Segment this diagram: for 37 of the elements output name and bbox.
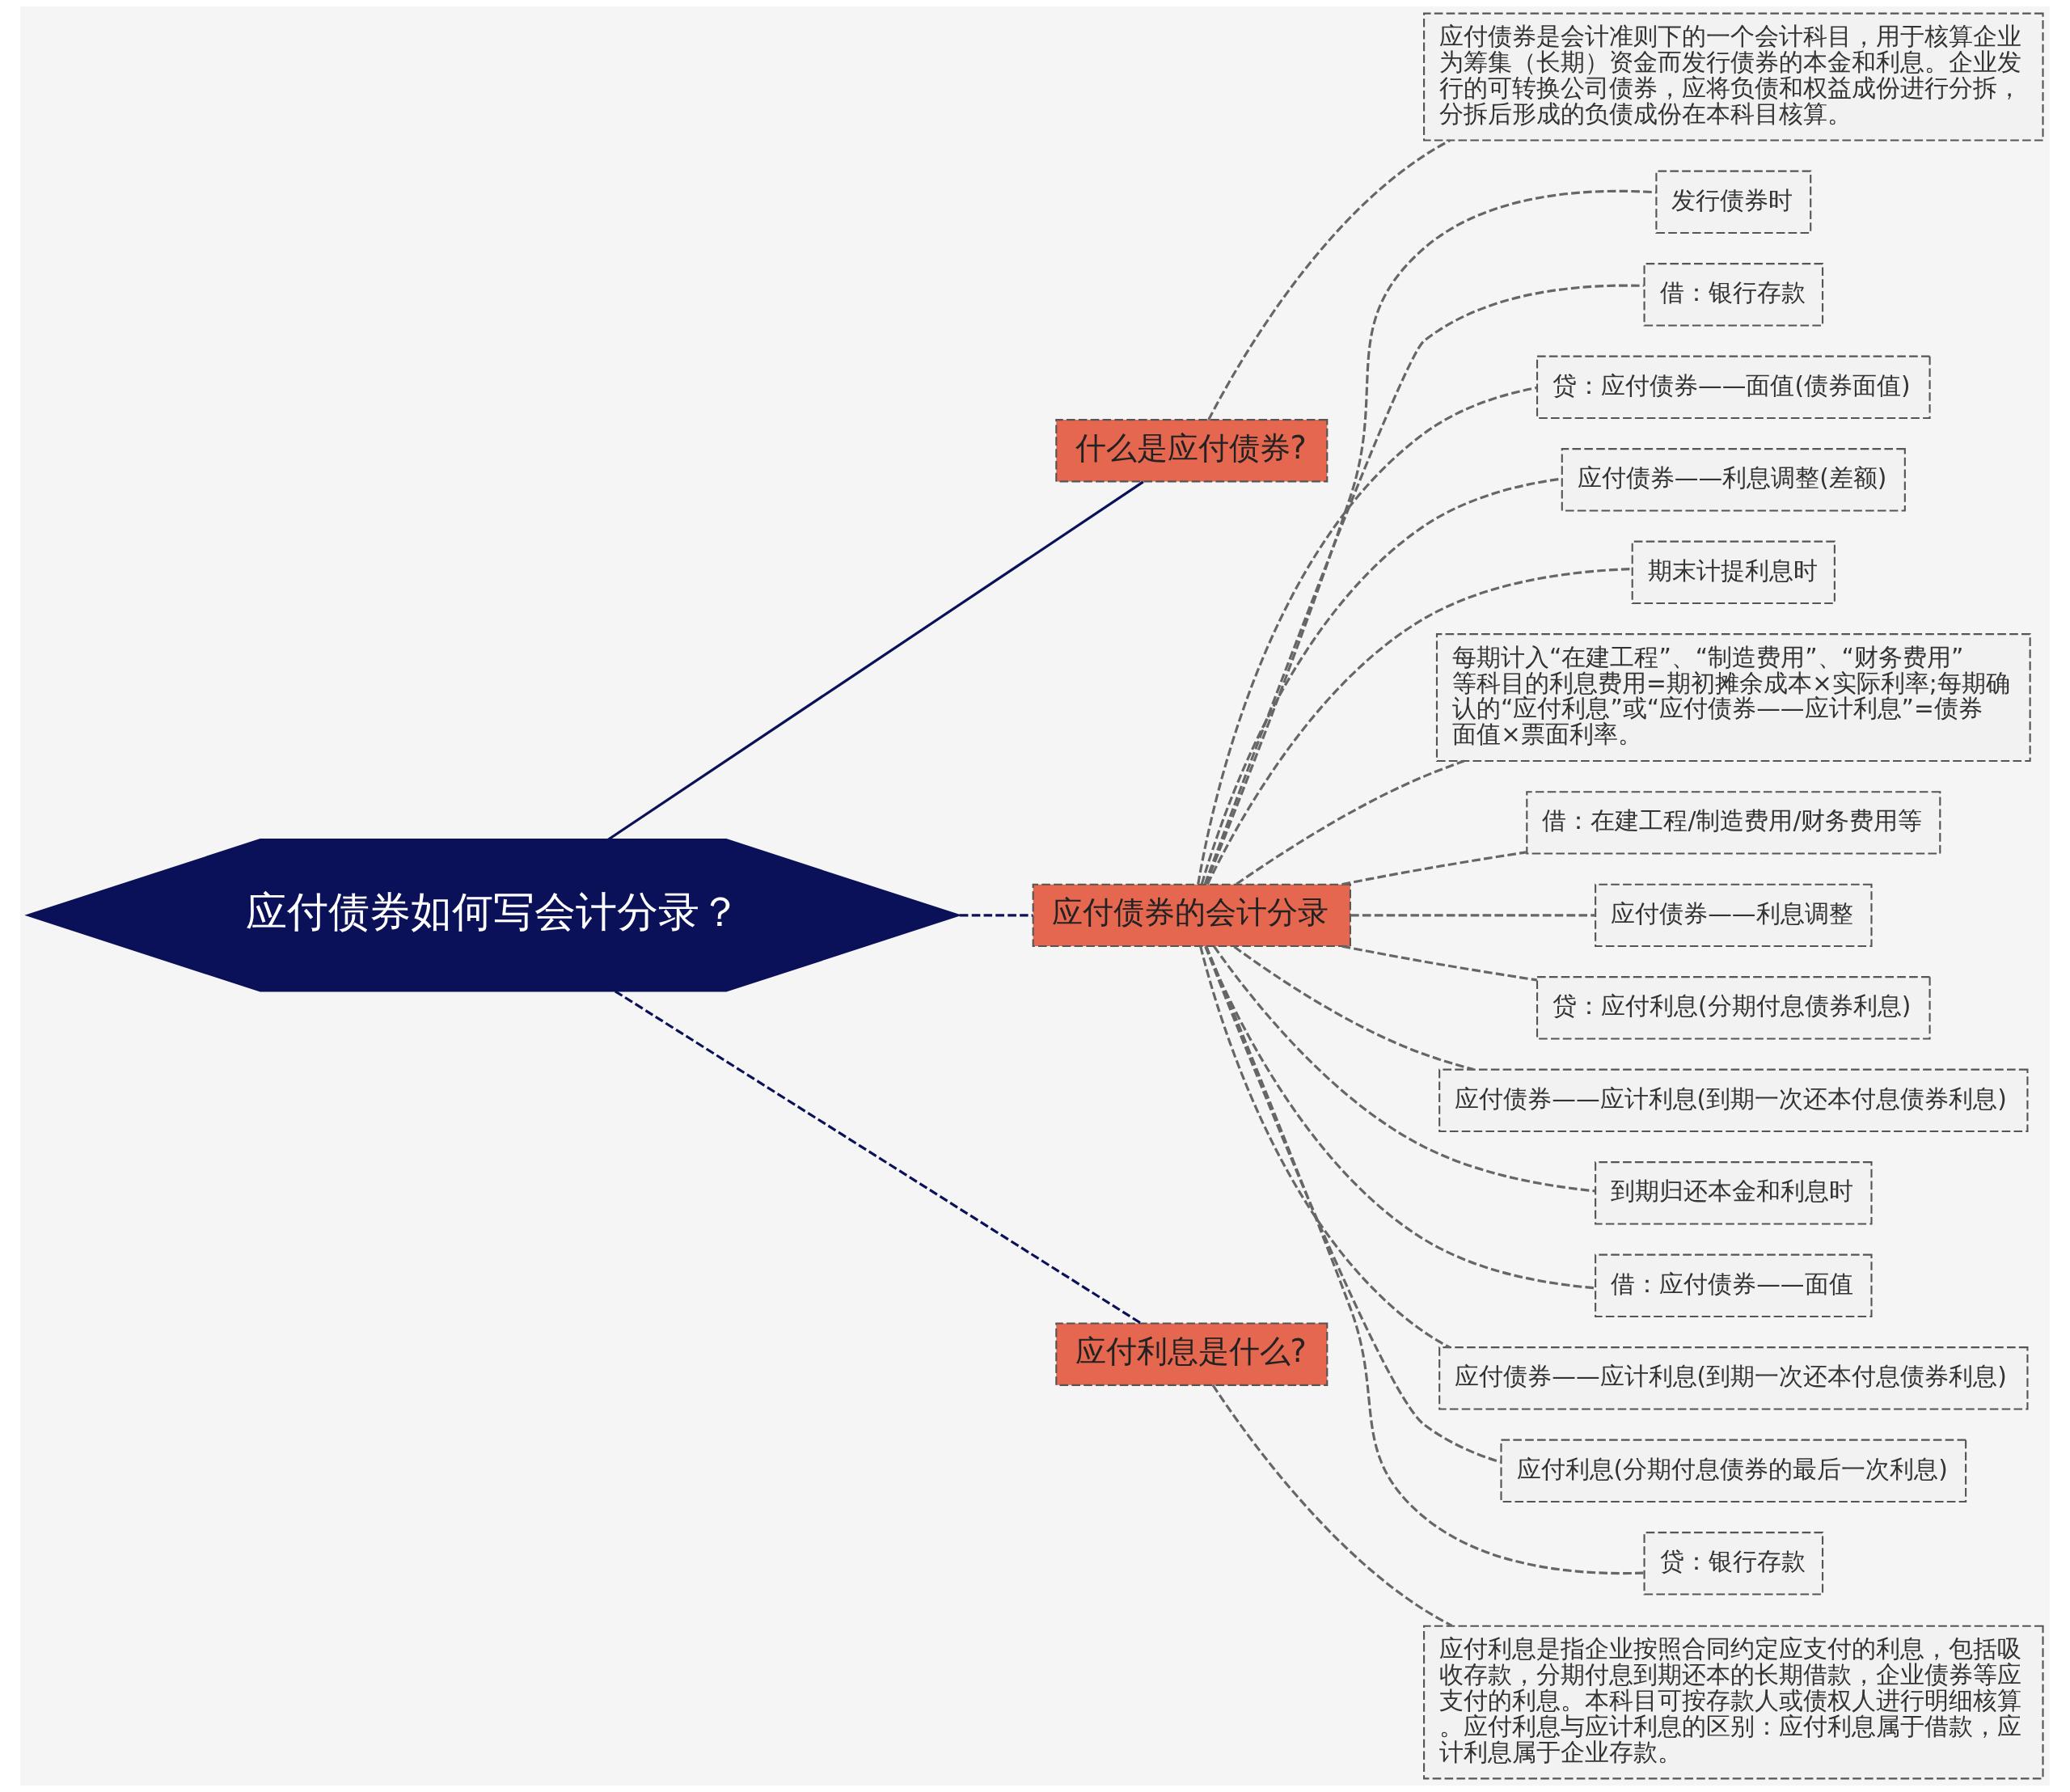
node-box: 每期计入“在建工程”、“制造费用”、“财务费用”等科目的利息费用=期初摊余成本×实际利率;每期确认的“应付利息”或“应付债券——应计利息”=债券面值×票面利率。	[1435, 633, 2031, 763]
connector	[1341, 851, 1527, 886]
node-box: 应付利息是指企业按照合同约定应支付的利息，包括吸收存款，分期付息到期还本的长期借款，企业债券等应支付的利息。本科目可按存款人或债权人进行明细核算。应付利息与应计利息的区别：应付利息属于借款，应计利息属于企业存款。	[1423, 1625, 2044, 1780]
connector	[1213, 945, 1595, 1193]
node-box: 期末计提利息时	[1631, 540, 1836, 604]
connector	[1341, 945, 1538, 982]
connector	[1207, 139, 1451, 421]
connector	[1350, 914, 1596, 917]
node-box: 贷：应付利息(分期付息债券利息)	[1536, 976, 1931, 1040]
connector	[1199, 945, 1451, 1349]
node-box: 应付利息是什么?	[1055, 1322, 1329, 1386]
node-box: 贷：银行存款	[1643, 1532, 1824, 1595]
node-box: 应付债券的会计分录	[1032, 883, 1351, 948]
connector	[607, 480, 1144, 841]
connector	[1205, 945, 1644, 1575]
connector	[959, 914, 1033, 917]
node-box: 借：银行存款	[1643, 263, 1824, 327]
connector	[1204, 945, 1502, 1464]
node-box: 应付债券——应计利息(到期一次还本付息债券利息)	[1438, 1346, 2029, 1410]
node-box: 应付债券是会计准则下的一个会计科目，用于核算企业为筹集（长期）资金而发行债券的本金和利息。企业发行的可转换公司债券，应将负债和权益成份进行分拆，分拆后形成的负债成份在本科目核算。	[1423, 12, 2044, 142]
node-box: 什么是应付债券?	[1055, 419, 1329, 483]
connector	[1204, 189, 1657, 885]
node-box: 发行债券时	[1655, 170, 1812, 235]
node-box: 借：应付债券——面值	[1595, 1253, 1873, 1318]
node-box: 贷：应付债券——面值(债券面值)	[1536, 355, 1931, 419]
connector	[1203, 284, 1644, 885]
node-box: 应付债券——应计利息(到期一次还本付息债券利息)	[1438, 1068, 2029, 1133]
connector	[1197, 386, 1537, 885]
node-box: 应付债券——利息调整	[1595, 883, 1873, 948]
node-box: 应付债券——利息调整(差额)	[1561, 448, 1906, 512]
node-box: 应付利息(分期付息债券的最后一次利息)	[1500, 1439, 1967, 1503]
node-box: 借：在建工程/制造费用/财务费用等	[1526, 791, 1941, 855]
connector	[615, 990, 1142, 1325]
connector	[1236, 759, 1465, 885]
connector	[1233, 945, 1475, 1071]
node-box: 到期归还本金和利息时	[1595, 1161, 1873, 1225]
connector	[1211, 1384, 1453, 1627]
